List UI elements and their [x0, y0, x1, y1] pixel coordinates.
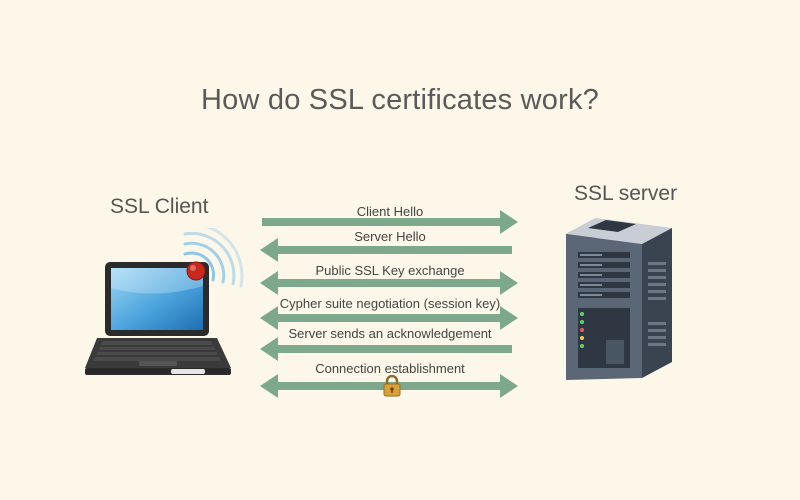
step-label-server-hello: Server Hello: [354, 229, 426, 244]
arrow-key-exchange: [260, 271, 518, 295]
diagram-title: How do SSL certificates work?: [201, 84, 599, 116]
step-label-cypher-negotiation: Cypher suite negotiation (session key): [279, 296, 501, 311]
step-label-client-hello: Client Hello: [356, 204, 424, 219]
arrow-server-hello: [260, 238, 512, 262]
arrow-client-hello: [262, 210, 518, 234]
laptop-icon: [85, 228, 244, 375]
arrow-acknowledgement: [260, 337, 512, 361]
arrow-cypher-negotiation: [260, 306, 518, 330]
padlock-icon: [383, 375, 401, 397]
step-label-acknowledgement: Server sends an acknowledgement: [288, 326, 492, 341]
client-label: SSL Client: [110, 195, 209, 218]
server-icon: [566, 218, 672, 380]
step-label-key-exchange: Public SSL Key exchange: [315, 263, 465, 278]
step-label-connection: Connection establishment: [315, 361, 465, 376]
wifi-signal-icon: [183, 228, 244, 288]
server-label: SSL server: [574, 182, 678, 205]
